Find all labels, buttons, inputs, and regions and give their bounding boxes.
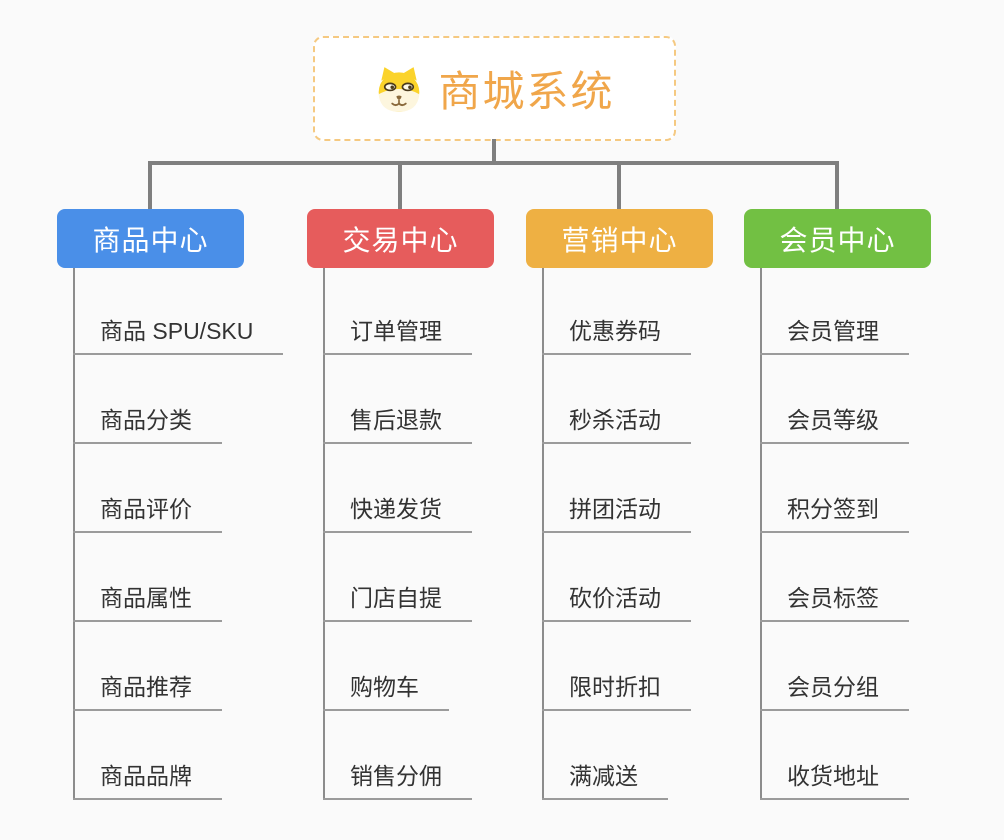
leaf-item[interactable]: 收货地址 (760, 754, 909, 800)
leaf-item[interactable]: 优惠券码 (542, 309, 691, 355)
leaf-item[interactable]: 商品属性 (73, 576, 222, 622)
connector-drop-branch-4 (835, 161, 839, 211)
branch-node-product-center[interactable]: 商品中心 (57, 209, 244, 268)
leaf-item[interactable]: 门店自提 (323, 576, 472, 622)
branch-product-center: 商品中心 商品 SPU/SKU 商品分类 商品评价 商品属性 商品推荐 商品品牌 (57, 209, 322, 840)
leaf-item[interactable]: 拼团活动 (542, 487, 691, 533)
branch-trade-center: 交易中心 订单管理 售后退款 快递发货 门店自提 购物车 销售分佣 (307, 209, 572, 840)
connector-drop-branch-1 (148, 161, 152, 211)
leaf-item[interactable]: 购物车 (323, 665, 449, 711)
root-title: 商城系统 (438, 68, 615, 115)
dog-face-icon (379, 66, 420, 112)
leaf-item[interactable]: 销售分佣 (323, 754, 472, 800)
branch-node-member-center[interactable]: 会员中心 (744, 209, 931, 268)
leaf-item[interactable]: 商品品牌 (73, 754, 222, 800)
branch-marketing-center: 营销中心 优惠券码 秒杀活动 拼团活动 砍价活动 限时折扣 满减送 (526, 209, 791, 840)
branch-member-center: 会员中心 会员管理 会员等级 积分签到 会员标签 会员分组 收货地址 (744, 209, 1004, 840)
leaf-item[interactable]: 秒杀活动 (542, 398, 691, 444)
connector-drop-branch-2 (398, 161, 402, 211)
connector-root-stem (492, 139, 496, 164)
root-node-mall-system[interactable]: 商城系统 (313, 36, 676, 141)
leaf-item[interactable]: 限时折扣 (542, 665, 691, 711)
branch-spine-line (542, 268, 544, 800)
branch-node-trade-center[interactable]: 交易中心 (307, 209, 494, 268)
leaf-item[interactable]: 积分签到 (760, 487, 909, 533)
leaf-item[interactable]: 商品评价 (73, 487, 222, 533)
connector-drop-branch-3 (617, 161, 621, 211)
leaf-item[interactable]: 订单管理 (323, 309, 472, 355)
leaf-item[interactable]: 会员等级 (760, 398, 909, 444)
leaf-item[interactable]: 满减送 (542, 754, 668, 800)
leaf-item[interactable]: 售后退款 (323, 398, 472, 444)
branch-spine-line (323, 268, 325, 800)
leaf-item[interactable]: 会员分组 (760, 665, 909, 711)
branch-spine-line (73, 268, 75, 800)
leaf-item[interactable]: 商品 SPU/SKU (73, 309, 284, 355)
branch-spine-line (760, 268, 762, 800)
connector-horizontal-bar (148, 161, 839, 165)
leaf-item[interactable]: 商品推荐 (73, 665, 222, 711)
leaf-item[interactable]: 砍价活动 (542, 576, 691, 622)
leaf-item[interactable]: 会员标签 (760, 576, 909, 622)
leaf-item[interactable]: 快递发货 (323, 487, 472, 533)
leaf-item[interactable]: 会员管理 (760, 309, 909, 355)
leaf-item[interactable]: 商品分类 (73, 398, 222, 444)
branch-node-marketing-center[interactable]: 营销中心 (526, 209, 713, 268)
